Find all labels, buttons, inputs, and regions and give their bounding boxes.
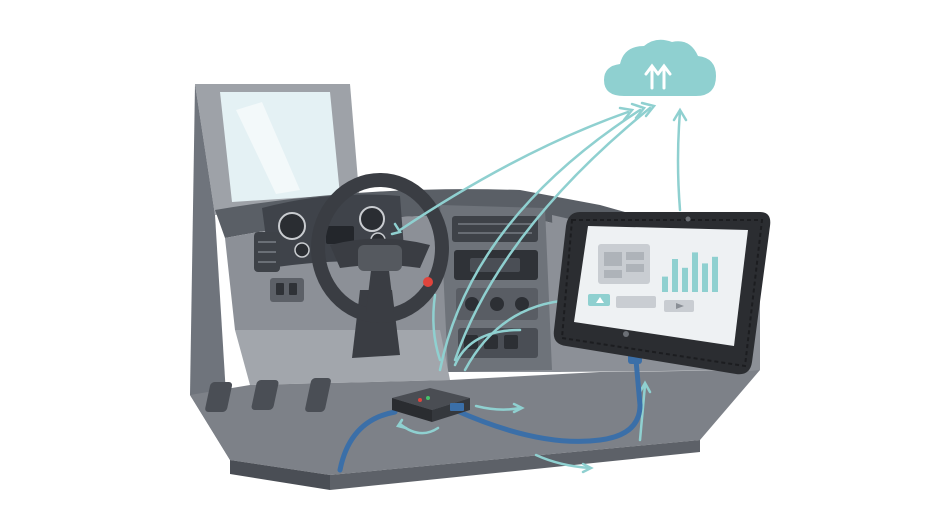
obd-device-front (392, 398, 432, 422)
windshield-glare (236, 102, 300, 194)
steering-wheel-hub (358, 245, 402, 271)
pedal-middle (251, 380, 279, 410)
rugged-tablet (553, 212, 771, 375)
arrow-device-to-cloud-2 (453, 106, 652, 362)
center-vent (452, 216, 538, 242)
arrow-device-to-cloud-1 (438, 108, 642, 372)
arrow-cable-bottom (534, 453, 592, 470)
tablet-ui-field (616, 296, 656, 308)
floor-front-edge (230, 460, 330, 490)
arrow-tablet-to-cloud (676, 110, 682, 212)
left-switch-panel (270, 278, 304, 302)
data-flow-arrows (390, 101, 688, 474)
arrow-dash-to-device (432, 293, 442, 362)
cable-left-run (337, 409, 398, 473)
data-cable (337, 357, 643, 473)
device-led-red (418, 398, 422, 402)
gauge-right (359, 206, 385, 232)
cab-floor (190, 370, 760, 475)
tablet-chart-bar (712, 256, 718, 292)
arrow-cable-up (638, 383, 647, 442)
obd-device-top (392, 388, 470, 410)
device-port (450, 403, 464, 411)
tablet-bar-chart (662, 252, 718, 292)
tablet-ui (588, 244, 718, 312)
tablet-chart-bar (672, 259, 678, 292)
tablet-chart-bar (662, 276, 668, 292)
device-led-green (426, 396, 430, 400)
warning-light (423, 277, 433, 287)
obd-device (392, 388, 470, 422)
cloud-up-arrows (644, 63, 672, 90)
steering-wheel-rim (311, 173, 449, 323)
arrow-console-to-device (453, 328, 522, 367)
gauge-left (278, 212, 306, 240)
pedal-left (205, 382, 233, 412)
pedal-right (305, 378, 331, 412)
arrow-dash-to-cloud-1 (398, 110, 630, 232)
tablet-home-button (623, 331, 629, 337)
cloud-shape (604, 39, 716, 96)
tablet-camera (685, 216, 691, 222)
knee-panel (235, 330, 450, 385)
tablet-chart-bar (692, 252, 698, 292)
tablet-chart-bar (682, 267, 688, 292)
cluster-display (326, 226, 354, 244)
tablet-chart-bar (702, 263, 708, 292)
cloud-upload-icon (604, 39, 716, 96)
cab-left-wall (190, 84, 230, 460)
arrow-floor-right (474, 404, 522, 411)
tablet-bumper-detail (560, 219, 764, 368)
cable-to-tablet (452, 357, 643, 444)
gauge-left-small (294, 242, 310, 258)
arrow-tablet-to-device (463, 298, 572, 372)
